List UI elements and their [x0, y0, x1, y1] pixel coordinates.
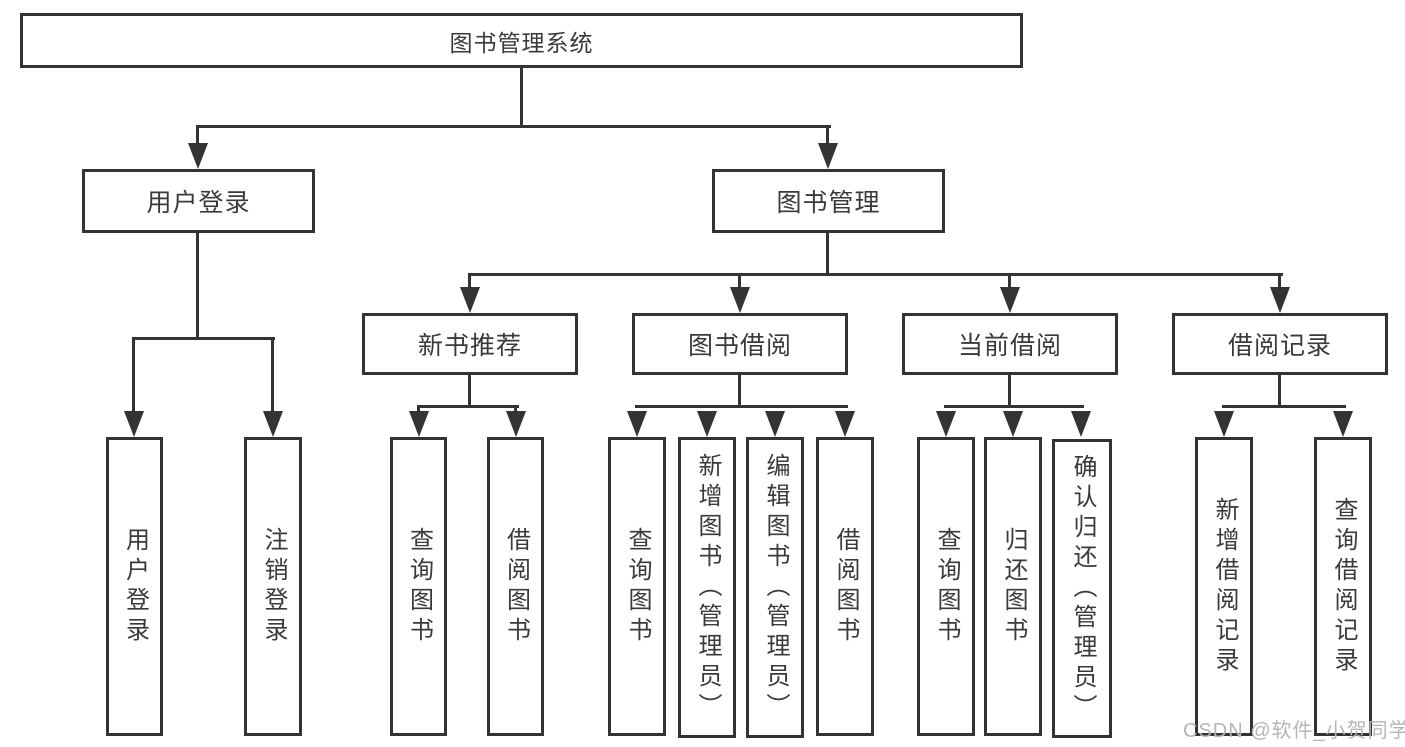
connector-root-stem [520, 68, 523, 125]
connector-drop-user-login [196, 125, 199, 147]
node-current-borrow-label: 当前借阅 [957, 332, 1062, 360]
node-edit-book-admin-label: 编辑图书（管理员） [762, 452, 789, 723]
connector-drop-login [132, 337, 135, 415]
node-confirm-return-admin-label: 确认归还（管理员） [1069, 453, 1096, 724]
connector-current-stem [1008, 375, 1011, 408]
arrowhead-icon [730, 287, 750, 313]
arrowhead-icon [765, 411, 785, 437]
node-logout-label: 注销登录 [260, 526, 287, 647]
node-root: 图书管理系统 [20, 13, 1023, 68]
arrowhead-icon [818, 143, 838, 169]
node-borrow-records-label: 借阅记录 [1227, 332, 1332, 360]
node-return-book-label: 归还图书 [1000, 526, 1027, 647]
node-add-borrow-record-label: 新增借阅记录 [1211, 496, 1238, 677]
node-book-management: 图书管理 [712, 169, 945, 233]
node-borrow-records: 借阅记录 [1172, 313, 1388, 375]
connector-drop-recommend [468, 273, 471, 289]
node-borrow-books-1: 借阅图书 [487, 437, 544, 736]
connector-login-rail [132, 337, 275, 340]
arrowhead-icon [936, 411, 956, 437]
connector-recommend-rail [417, 405, 519, 408]
node-confirm-return-admin: 确认归还（管理员） [1052, 439, 1112, 738]
connector-drop-logout [271, 337, 274, 415]
node-query-books-2-label: 查询图书 [624, 526, 651, 647]
connector-login-stem [196, 233, 199, 340]
node-logout: 注销登录 [244, 437, 302, 736]
node-return-book: 归还图书 [984, 437, 1042, 736]
arrowhead-icon [124, 411, 144, 437]
arrowhead-icon [697, 411, 717, 437]
arrowhead-icon [1000, 287, 1020, 313]
connector-records-rail [1222, 405, 1346, 408]
node-borrow-books-2-label: 借阅图书 [832, 526, 859, 647]
arrowhead-icon [627, 411, 647, 437]
node-login-label: 用户登录 [121, 526, 149, 647]
node-new-book-recommend: 新书推荐 [362, 313, 578, 375]
arrowhead-icon [1333, 411, 1353, 437]
arrowhead-icon [263, 411, 283, 437]
node-borrow-books-2: 借阅图书 [816, 437, 874, 736]
node-root-label: 图书管理系统 [449, 29, 594, 56]
node-query-books-1-label: 查询图书 [405, 526, 433, 647]
arrowhead-icon [506, 411, 526, 437]
arrowhead-icon [188, 143, 208, 169]
node-query-borrow-record: 查询借阅记录 [1314, 437, 1372, 736]
connector-borrow-stem [738, 375, 741, 408]
connector-drop-borrow [738, 273, 741, 289]
node-edit-book-admin: 编辑图书（管理员） [746, 437, 804, 738]
connector-mgmt-rail [468, 273, 1283, 276]
arrowhead-icon [409, 411, 429, 437]
arrowhead-icon [1214, 411, 1234, 437]
arrowhead-icon [1003, 411, 1023, 437]
arrowhead-icon [1071, 411, 1091, 437]
connector-mgmt-stem [826, 233, 829, 276]
connector-records-stem [1278, 375, 1281, 408]
node-query-books-2: 查询图书 [608, 437, 666, 736]
node-user-login-label: 用户登录 [146, 189, 251, 217]
connector-drop [514, 405, 517, 415]
connector-drop-records [1278, 273, 1281, 289]
node-login: 用户登录 [106, 437, 163, 736]
connector-root-rail [196, 125, 831, 128]
arrowhead-icon [835, 411, 855, 437]
node-add-book-admin-label: 新增图书（管理员） [694, 452, 721, 723]
node-new-book-recommend-label: 新书推荐 [417, 332, 522, 360]
node-add-book-admin: 新增图书（管理员） [678, 437, 736, 738]
node-current-borrow: 当前借阅 [902, 313, 1118, 375]
node-book-borrow: 图书借阅 [632, 313, 848, 375]
node-query-books-3-label: 查询图书 [933, 526, 960, 647]
csdn-watermark: CSDN @软件_小贺同学 [1183, 720, 1405, 742]
node-query-borrow-record-label: 查询借阅记录 [1330, 496, 1357, 677]
connector-current-rail [944, 405, 1084, 408]
connector-drop [417, 405, 420, 415]
connector-recommend-stem [468, 375, 471, 408]
node-add-borrow-record: 新增借阅记录 [1195, 437, 1253, 736]
node-book-management-label: 图书管理 [776, 189, 881, 217]
connector-borrow-rail [635, 405, 848, 408]
connector-drop-book-mgmt [826, 125, 829, 147]
node-borrow-books-1-label: 借阅图书 [502, 526, 530, 647]
connector-drop-current [1008, 273, 1011, 289]
node-query-books-1: 查询图书 [390, 437, 447, 736]
node-book-borrow-label: 图书借阅 [687, 332, 792, 360]
arrowhead-icon [1270, 287, 1290, 313]
arrowhead-icon [460, 287, 480, 313]
node-user-login: 用户登录 [82, 169, 315, 233]
node-query-books-3: 查询图书 [917, 437, 975, 736]
